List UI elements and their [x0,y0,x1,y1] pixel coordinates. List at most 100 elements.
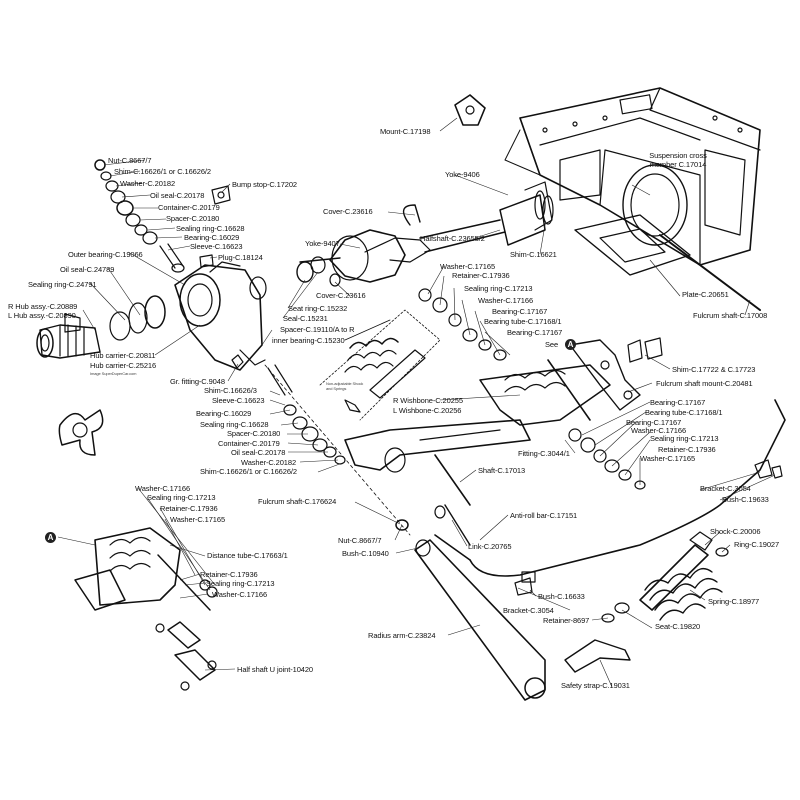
shim-yoke-drawing [534,190,554,225]
label-spacer-mid: Spacer-C.20180 [227,429,281,438]
fulcrum-shaft-top-drawing [659,234,761,311]
label-bump-stop: Bump stop-C.17202 [232,180,298,189]
label-yoke-mid: Yoke-9407 [305,239,340,248]
anti-roll-bar-drawing [434,399,786,577]
watermark: Image SuperDuperCar.com [90,371,137,376]
inset-note: Non-adjustable Shock and Springs [326,381,364,391]
label-sealing-ring-outer: Sealing ring-C.24791 [28,280,97,289]
label-washer-l1: Washer-C.17166 [135,484,191,493]
label-sealing-ring-r2: Sealing ring-C.17213 [650,434,719,443]
label-spacer-top: Spacer-C.20180 [166,214,220,223]
link-drawing [434,504,471,546]
label-sealing-ring-l2: Sealing ring-C.17213 [206,579,275,588]
label-bearing-tube-r2: Bearing tube-C.17168/1 [645,408,723,417]
label-shim-top: Shim-C.16626/1 or C.16626/2 [114,167,211,176]
label-bearing-r1: Bearing-C.17167 [492,307,548,316]
lower-left-wishbone-drawing [74,527,218,611]
label-oil-seal-mid: Oil seal-C.20178 [231,448,286,457]
label-bearing-r4: Bearing-C.17167 [626,418,682,427]
label-retainer-bottom: Retainer-8697 [543,616,590,625]
label-seat-ring: Seat ring-C.15232 [288,304,348,313]
label-r-wishbone: R Wishbone-C.20255 [393,396,463,405]
label-washer-mid: Washer-C.20182 [241,458,297,467]
label-plug: Plug-C.18124 [218,253,263,262]
label-oil-seal-top: Oil seal-C.20178 [150,191,205,200]
gr-fitting-drawing [231,354,244,369]
label-washer-r4: Washer-C.17165 [640,454,696,463]
label-container-top: Container-C.20179 [158,203,220,212]
label-spacer-inner: Spacer-C.19110/A to R [280,325,355,334]
label-washer-r1: Washer-C.17165 [440,262,496,271]
label-half-shaft-u: Half shaft U joint-10420 [237,665,313,674]
label-bearing-mid: Bearing-C.16029 [196,409,252,418]
label-gr-fitting: Gr. fitting-C.9048 [170,377,225,386]
right-wishbone-drawing [344,364,611,473]
label-bearing-tube-r1: Bearing tube-C.17168/1 [484,317,562,326]
seat-retainer-drawing [601,602,630,623]
label-washer-top: Washer-C.20182 [120,179,176,188]
label-nut-top: Nut-C.8667/7 [108,156,152,165]
label-retainer-r2: Retainer-C.17936 [658,445,716,454]
label-suspension-cross: Suspension cross member C.17014 [649,151,707,169]
label-yoke-top: Yoke-9406 [445,170,480,179]
label-container-mid: Container-C.20179 [218,439,280,448]
label-shim-mid2: Shim-C.16626/1 or C.16626/2 [200,467,297,476]
label-bush-r: Bush-C.19633 [722,495,769,504]
label-see: See [545,340,559,349]
label-retainer-r1: Retainer-C.17936 [452,271,510,280]
label-seat: Seat-C.19820 [655,622,701,631]
label-nut-bottom: Nut-C.8667/7 [338,536,382,545]
label-sealing-ring-l1: Sealing ring-C.17213 [147,493,216,502]
fulcrum-mount-drawing [569,339,641,411]
label-bush-bottom: Bush-C.10940 [342,549,389,558]
label-mount: Mount-C.17198 [380,127,431,136]
label-bush-mid: Bush-C.16633 [538,592,585,601]
lower-bearing-stack [264,364,411,536]
cross-member-drawing [504,87,761,266]
label-l-hub: L Hub assy.-C.20890 [8,311,76,320]
label-fitting: Fitting-C.3044/1 [518,449,570,458]
bracket-bush-right-drawing [754,459,783,479]
seal-ring-drawing [296,256,341,287]
label-shock: Shock-C.20006 [710,527,761,536]
shim-r-drawing [627,337,663,363]
label-sealing-ring-r1: Sealing ring-C.17213 [464,284,533,293]
label-shim-yoke: Shim-C.16621 [510,250,557,259]
radius-arm-drawing [414,539,546,701]
label-washer-l2: Washer-C.17165 [170,515,226,524]
shock-spring-drawing [639,531,729,621]
label-retainer-l2: Retainer-C.17936 [200,570,258,579]
label-sealing-ring-mid: Sealing ring-C.16628 [200,420,269,429]
safety-strap-drawing [564,639,631,673]
label-inner-bearing: inner bearing-C.15230 [272,336,345,345]
label-washer-r2: Washer-C.17166 [478,296,534,305]
spinner-knockoff-drawing [58,409,104,456]
label-spring: Spring-C.18977 [708,597,760,606]
label-sealing-ring-top: Sealing ring-C.16628 [176,224,245,233]
halfshaft-drawing [299,181,553,283]
label-r-hub: R Hub assy.-C.20889 [8,302,78,311]
plate-drawing [574,214,691,276]
label-seal: Seal-C.15231 [283,314,328,323]
label-plate: Plate-C.20651 [682,290,729,299]
label-l-wishbone: L Wishbone-C.20256 [393,406,462,415]
label-washer-l3: Washer-C.17166 [212,590,268,599]
label-cover-top: Cover-C.23616 [323,207,373,216]
label-fulcrum-mount: Fulcrum shaft mount-C.20481 [656,379,753,388]
label-shim-mid: Shim-C.16626/3 [204,386,257,395]
callout-marker-inset: A [45,532,56,543]
label-ring: Ring-C.19027 [734,540,780,549]
label-retainer-l1: Retainer-C.17936 [160,504,218,513]
label-hub-carrier2: Hub carrier-C.25216 [90,361,157,370]
label-link: Link-C.20765 [468,542,512,551]
label-shaft: Shaft-C.17013 [478,466,526,475]
label-anti-roll: Anti-roll bar-C.17151 [510,511,578,520]
hub-assembly-drawing [36,295,166,359]
label-halfshaft: Halfshaft-C.23655/2 [420,234,485,243]
label-sleeve-mid: Sleeve-C.16623 [212,396,265,405]
label-cover-mid: Cover-C.23616 [316,291,366,300]
label-bearing-r2: Bearing-C.17167 [507,328,563,337]
label-hub-carrier: Hub carrier-C.20811 [90,351,156,360]
label-bracket-mid: Bracket-C.3054 [503,606,554,615]
